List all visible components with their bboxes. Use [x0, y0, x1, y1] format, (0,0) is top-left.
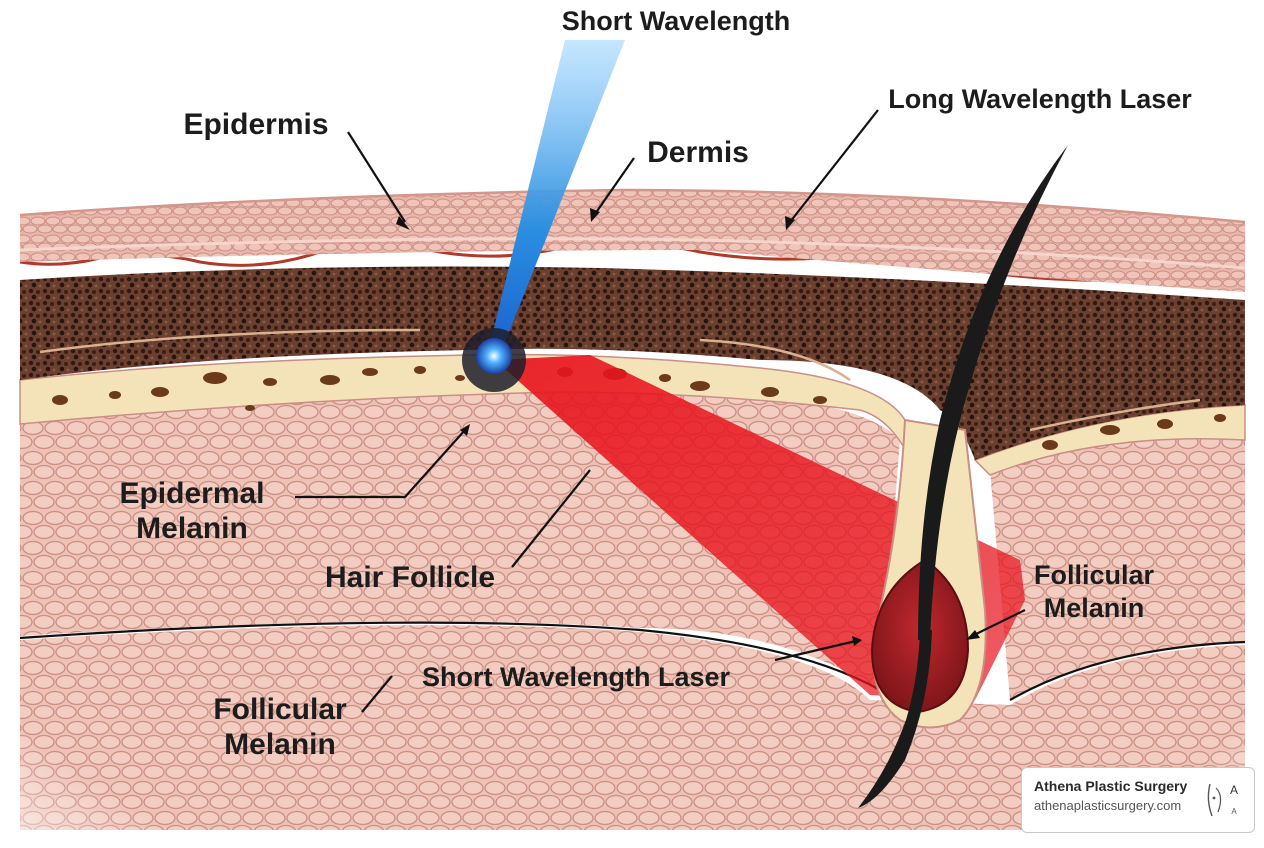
svg-text:A: A [1230, 783, 1238, 797]
label-hair-follicle: Hair Follicle [325, 561, 495, 594]
label-follicular-melanin-left-line2: Melanin [224, 728, 336, 761]
label-follicular-melanin-right-line1: Follicular [1034, 560, 1155, 590]
label-follicular-melanin-left-line1: Follicular [213, 693, 347, 726]
label-short-wavelength-laser: Short Wavelength Laser [422, 662, 731, 692]
focus-point [476, 338, 512, 374]
brand-name: Athena Plastic Surgery [1034, 778, 1188, 794]
label-follicular-melanin-right-line2: Melanin [1044, 593, 1145, 623]
leader-lines [295, 109, 1026, 713]
brand-logo-icon: A A [1207, 783, 1238, 817]
svg-text:A: A [1231, 807, 1237, 816]
label-dermis: Dermis [647, 136, 749, 169]
label-epidermis: Epidermis [183, 108, 328, 141]
brand-badge: Athena Plastic Surgery athenaplasticsurg… [1021, 767, 1255, 833]
label-long-wavelength-laser: Long Wavelength Laser [888, 84, 1192, 114]
brand-url: athenaplasticsurgery.com [1034, 798, 1182, 813]
label-epidermal-melanin-line2: Melanin [136, 512, 248, 545]
label-epidermal-melanin-line1: Epidermal [119, 477, 264, 510]
label-short-wavelength: Short Wavelength [562, 6, 791, 36]
